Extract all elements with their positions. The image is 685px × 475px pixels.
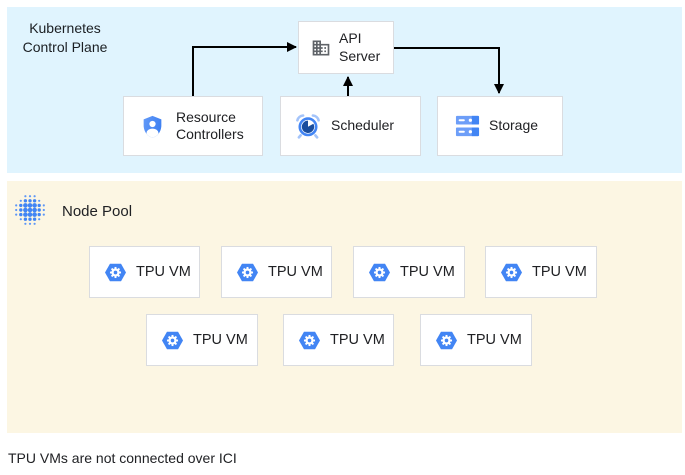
tpu-vm-label: TPU VM [330, 332, 385, 348]
shield-user-icon [140, 114, 165, 139]
alarm-clock-icon [294, 112, 322, 140]
tpu-vm-label: TPU VM [268, 264, 323, 280]
resource-controllers-node: Resource Controllers [123, 96, 263, 156]
tpu-hexagon-icon [368, 262, 391, 283]
api-server-label: API Server [339, 30, 381, 64]
api-server-node: API Server [298, 21, 394, 74]
scheduler-label: Scheduler [331, 117, 395, 134]
control-plane-title: Kubernetes Control Plane [22, 20, 108, 55]
tpu-vm-node: TPU VM [89, 246, 200, 298]
tpu-vm-node: TPU VM [353, 246, 465, 298]
tpu-vm-node: TPU VM [146, 314, 258, 366]
scheduler-node: Scheduler [280, 96, 421, 156]
tpu-hexagon-icon [236, 262, 259, 283]
tpu-hexagon-icon [104, 262, 127, 283]
tpu-vm-label: TPU VM [400, 264, 455, 280]
tpu-vm-label: TPU VM [136, 264, 191, 280]
tpu-vm-label: TPU VM [193, 332, 248, 348]
tpu-hexagon-icon [298, 330, 321, 351]
building-icon [311, 38, 331, 58]
node-pool-region [7, 181, 682, 433]
dot-cluster-icon [12, 192, 48, 233]
storage-label: Storage [489, 117, 539, 134]
resource-controllers-label: Resource Controllers [176, 108, 244, 143]
tpu-vm-node: TPU VM [283, 314, 394, 366]
node-pool-label: Node Pool [62, 202, 133, 220]
caption-text: TPU VMs are not connected over ICI [8, 450, 237, 466]
tpu-hexagon-icon [161, 330, 184, 351]
server-stack-icon [455, 115, 480, 137]
tpu-hexagon-icon [500, 262, 523, 283]
tpu-vm-node: TPU VM [485, 246, 597, 298]
storage-node: Storage [437, 96, 563, 156]
tpu-vm-label: TPU VM [467, 332, 522, 348]
tpu-vm-node: TPU VM [420, 314, 532, 366]
tpu-vm-label: TPU VM [532, 264, 587, 280]
tpu-vm-node: TPU VM [221, 246, 332, 298]
tpu-hexagon-icon [435, 330, 458, 351]
